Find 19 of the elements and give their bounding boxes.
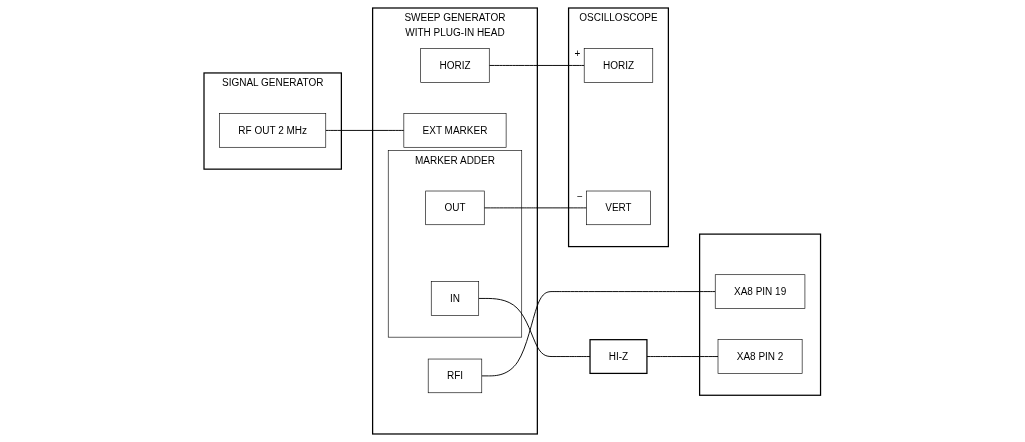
node-box: HI-Z bbox=[589, 339, 648, 375]
node-box: VERT bbox=[586, 190, 651, 226]
cluster bbox=[699, 233, 822, 396]
node-box: HORIZ bbox=[420, 48, 490, 83]
node-box: XA8 PIN 19 bbox=[715, 274, 806, 309]
node-box: OUT bbox=[425, 190, 485, 226]
connector bbox=[481, 291, 716, 377]
node-label: + bbox=[574, 48, 581, 60]
node-box: IN bbox=[431, 281, 480, 316]
node-box: XA8 PIN 2 bbox=[717, 339, 803, 374]
node-box: RF OUT 2 MHz bbox=[219, 113, 327, 148]
node-box: RFI bbox=[428, 358, 483, 394]
node-box: EXT MARKER bbox=[403, 113, 507, 148]
connector bbox=[484, 207, 588, 209]
connector bbox=[325, 129, 405, 131]
connector bbox=[489, 65, 585, 66]
node-box: HORIZ bbox=[584, 48, 654, 83]
node-label: − bbox=[577, 190, 583, 202]
connector bbox=[478, 297, 591, 357]
